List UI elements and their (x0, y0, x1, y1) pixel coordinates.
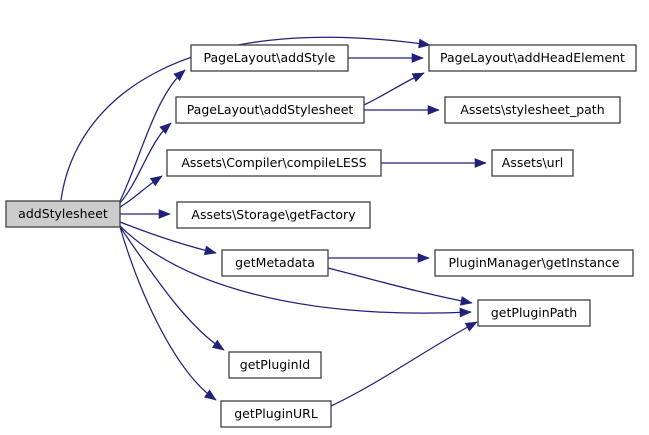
node-box-addStylesheet[interactable] (5, 200, 121, 228)
edge-addStylesheet-to-plAddHeadElement (60, 36, 431, 201)
arrowhead-icon (411, 72, 425, 83)
node-box-plAddStylesheet[interactable] (175, 96, 365, 124)
edge-addStylesheet-to-getPluginURL (119, 226, 217, 401)
edge-addStylesheet-to-getPluginId (119, 226, 225, 351)
node-box-getFactory[interactable] (176, 201, 371, 229)
node-label-plAddStyle: PageLayout\addStyle (204, 50, 336, 65)
edge-plAddStyle-to-plAddHeadElement (348, 53, 424, 63)
node-box-getPluginURL[interactable] (220, 400, 332, 428)
edge-addStylesheet-to-plAddStylesheet (119, 122, 172, 204)
node-box-getMetadata[interactable] (221, 249, 329, 277)
node-box-plAddStyle[interactable] (190, 44, 349, 72)
edge-addStylesheet-to-getPluginPath (119, 225, 472, 318)
edges-layer (60, 36, 487, 407)
node-label-assetsUrl: Assets\url (502, 155, 563, 170)
edge-getMetadata-to-getPluginPath (327, 267, 473, 306)
arrowhead-icon (203, 245, 217, 256)
arrowhead-icon (417, 253, 430, 263)
arrowhead-icon (459, 296, 473, 306)
node-addStylesheet[interactable]: addStylesheet (5, 200, 121, 228)
arrowhead-icon (464, 321, 478, 332)
edge-addStylesheet-to-compileLESS (119, 175, 163, 208)
node-box-compileLESS[interactable] (166, 149, 382, 177)
node-box-plAddHeadElement[interactable] (428, 44, 637, 72)
edge-plAddStylesheet-to-assetsStylesheetPath (364, 105, 440, 115)
node-plAddHeadElement[interactable]: PageLayout\addHeadElement (428, 44, 637, 72)
arrowhead-icon (459, 307, 472, 318)
node-assetsStylesheetPath[interactable]: Assets\stylesheet_path (444, 96, 621, 124)
arrowhead-icon (411, 53, 424, 63)
node-label-getPluginId: getPluginId (240, 357, 310, 372)
edge-compileLESS-to-assetsUrl (381, 158, 487, 168)
node-label-getFactory: Assets\Storage\getFactory (191, 207, 356, 222)
arrowhead-icon (159, 122, 172, 135)
node-getInstance[interactable]: PluginManager\getInstance (434, 249, 634, 277)
node-label-addStylesheet: addStylesheet (18, 206, 108, 221)
node-label-getMetadata: getMetadata (235, 255, 315, 270)
node-getFactory[interactable]: Assets\Storage\getFactory (176, 201, 371, 229)
node-plAddStyle[interactable]: PageLayout\addStyle (190, 44, 349, 72)
edge-addStylesheet-to-getFactory (120, 209, 171, 219)
arrowhead-icon (427, 105, 440, 115)
node-getPluginId[interactable]: getPluginId (228, 351, 322, 379)
node-compileLESS[interactable]: Assets\Compiler\compileLESS (166, 149, 382, 177)
arrowhead-icon (149, 175, 163, 187)
arrowhead-icon (203, 389, 217, 401)
node-label-getPluginURL: getPluginURL (234, 406, 318, 421)
arrowhead-icon (418, 38, 431, 49)
node-label-compileLESS: Assets\Compiler\compileLESS (181, 155, 366, 170)
node-box-getPluginId[interactable] (228, 351, 322, 379)
node-getMetadata[interactable]: getMetadata (221, 249, 329, 277)
arrowhead-icon (211, 339, 225, 351)
edge-getMetadata-to-getInstance (328, 253, 430, 263)
node-label-getInstance: PluginManager\getInstance (449, 255, 620, 270)
node-label-plAddHeadElement: PageLayout\addHeadElement (440, 50, 625, 65)
node-box-assetsStylesheetPath[interactable] (444, 96, 621, 124)
node-label-assetsStylesheetPath: Assets\stylesheet_path (460, 102, 604, 117)
arrowhead-icon (158, 209, 171, 219)
node-box-getPluginPath[interactable] (477, 299, 591, 327)
arrowhead-icon (173, 69, 186, 82)
node-getPluginURL[interactable]: getPluginURL (220, 400, 332, 428)
edge-getPluginURL-to-getPluginPath (330, 321, 478, 407)
node-label-plAddStylesheet: PageLayout\addStylesheet (187, 102, 354, 117)
node-label-getPluginPath: getPluginPath (491, 305, 577, 320)
node-plAddStylesheet[interactable]: PageLayout\addStylesheet (175, 96, 365, 124)
edge-plAddStylesheet-to-plAddHeadElement (363, 72, 425, 106)
node-box-getInstance[interactable] (434, 249, 634, 277)
edge-addStylesheet-to-plAddStyle (119, 69, 186, 202)
node-assetsUrl[interactable]: Assets\url (491, 149, 574, 177)
node-getPluginPath[interactable]: getPluginPath (477, 299, 591, 327)
arrowhead-icon (474, 158, 487, 168)
edge-addStylesheet-to-getMetadata (119, 221, 217, 256)
node-box-assetsUrl[interactable] (491, 149, 574, 177)
